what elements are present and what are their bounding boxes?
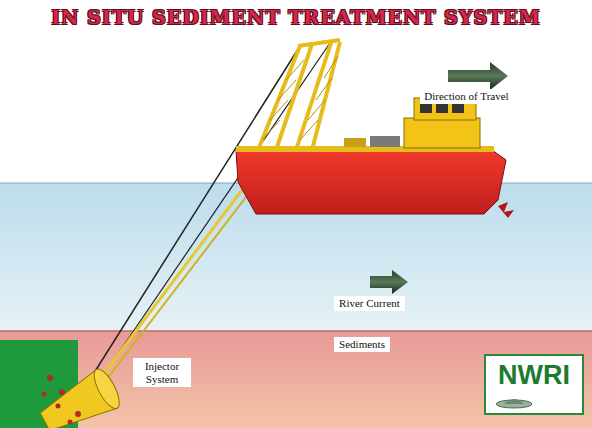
crane-cable bbox=[82, 46, 300, 392]
injector-label: Injector System bbox=[133, 358, 191, 387]
travel-label: Direction of Travel bbox=[420, 89, 513, 104]
crane bbox=[258, 40, 340, 150]
propeller bbox=[498, 202, 514, 218]
logo-box: NWRI bbox=[484, 354, 584, 415]
label-text: River Current bbox=[339, 297, 400, 310]
barge-hull bbox=[236, 150, 506, 214]
label-text: Direction of Travel bbox=[424, 90, 509, 103]
label-text: NWRI bbox=[494, 360, 574, 391]
current-arrow bbox=[370, 270, 408, 294]
title: IN SITU SEDIMENT TREATMENT SYSTEM bbox=[0, 6, 592, 28]
supply-hose bbox=[100, 176, 262, 388]
deck-equipment bbox=[344, 138, 366, 147]
window bbox=[436, 103, 448, 113]
deck-equipment bbox=[370, 136, 400, 147]
label-text: Injector System bbox=[137, 360, 187, 385]
cabin bbox=[404, 118, 480, 148]
injection-plume bbox=[42, 375, 82, 425]
travel-arrow bbox=[448, 62, 508, 90]
sediment-surface bbox=[0, 330, 592, 332]
label-text: Sediments bbox=[339, 338, 385, 351]
injector bbox=[35, 366, 125, 428]
logo-emblem bbox=[494, 394, 534, 410]
current-label: River Current bbox=[334, 296, 405, 311]
supply-hose bbox=[90, 182, 248, 392]
sediments-label: Sediments bbox=[334, 337, 390, 352]
window bbox=[420, 103, 432, 113]
crane-lattice bbox=[262, 56, 338, 140]
window bbox=[452, 103, 464, 113]
